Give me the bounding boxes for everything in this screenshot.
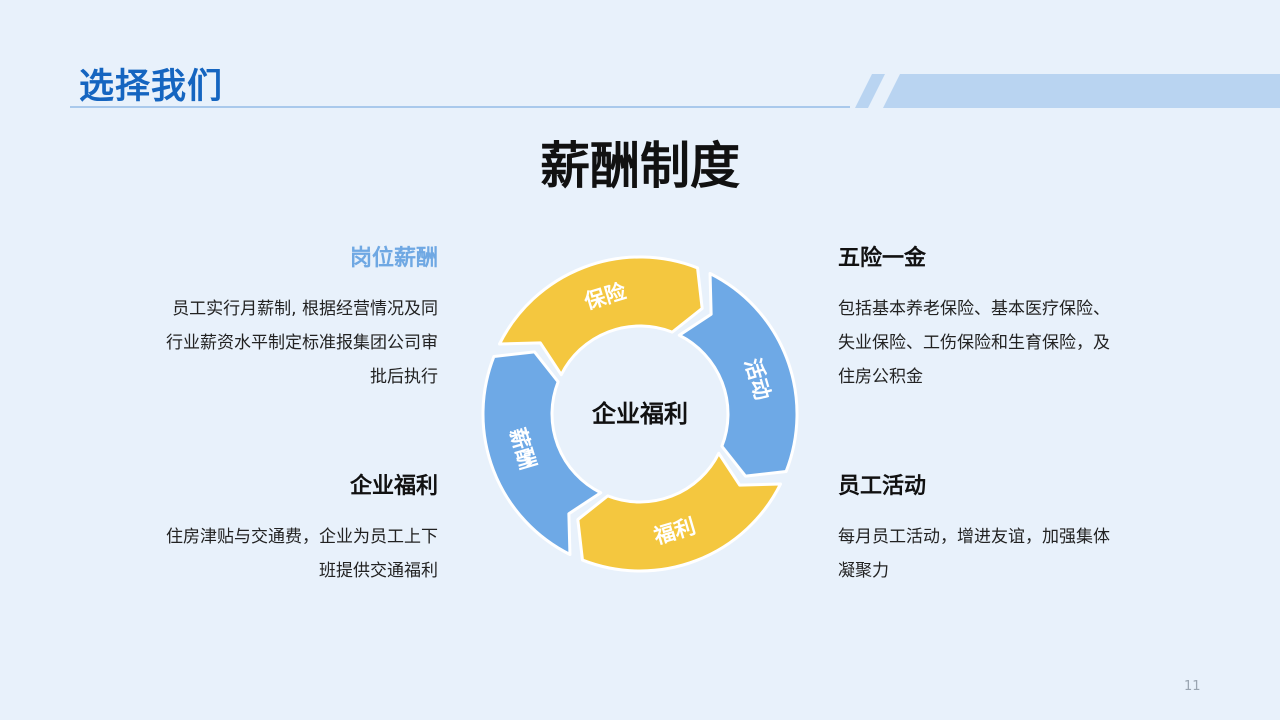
- section-line: 住房津贴与交通费，企业为员工上下: [166, 527, 438, 547]
- section-line: 员工实行月薪制, 根据经营情况及同: [172, 299, 438, 319]
- section-heading: 企业福利: [349, 474, 438, 499]
- section-body: 每月员工活动，增进友谊，加强集体 凝聚力: [838, 520, 1158, 588]
- section-line: 包括基本养老保险、基本医疗保险、: [838, 299, 1110, 319]
- section-heading: 五险一金: [838, 246, 927, 271]
- section-line: 批后执行: [370, 367, 438, 387]
- section-body: 包括基本养老保险、基本医疗保险、 失业保险、工伤保险和生育保险，及 住房公积金: [838, 292, 1158, 394]
- cycle-arrow-segment: [498, 255, 704, 377]
- section-body: 员工实行月薪制, 根据经营情况及同 行业薪资水平制定标准报集团公司审 批后执行: [118, 292, 438, 394]
- section-line: 住房公积金: [838, 367, 923, 387]
- section-body: 住房津贴与交通费，企业为员工上下 班提供交通福利: [118, 520, 438, 588]
- cycle-arrow-segment: [481, 350, 603, 556]
- header-title: 选择我们: [79, 67, 224, 107]
- section-employee-activities: 员工活动 每月员工活动，增进友谊，加强集体 凝聚力: [838, 468, 1158, 588]
- section-job-salary: 岗位薪酬 员工实行月薪制, 根据经营情况及同 行业薪资水平制定标准报集团公司审 …: [118, 240, 438, 394]
- section-line: 凝聚力: [838, 561, 889, 581]
- header-decoration: [855, 74, 1280, 108]
- section-company-welfare: 企业福利 住房津贴与交通费，企业为员工上下 班提供交通福利: [118, 468, 438, 588]
- section-line: 失业保险、工伤保险和生育保险，及: [838, 333, 1110, 353]
- section-line: 班提供交通福利: [319, 561, 438, 581]
- cycle-center-label: 企业福利: [592, 400, 688, 428]
- main-title: 薪酬制度: [540, 137, 740, 195]
- section-line: 每月员工活动，增进友谊，加强集体: [838, 527, 1110, 547]
- section-heading: 员工活动: [838, 474, 927, 499]
- section-line: 行业薪资水平制定标准报集团公司审: [166, 333, 438, 353]
- header-underline: [70, 106, 850, 108]
- page-number: 11: [1184, 679, 1201, 694]
- section-insurance-fund: 五险一金 包括基本养老保险、基本医疗保险、 失业保险、工伤保险和生育保险，及 住…: [838, 240, 1158, 394]
- cycle-arrow-segment: [677, 272, 799, 478]
- cycle-arrow-segment: [576, 451, 782, 573]
- section-heading: 岗位薪酬: [349, 246, 438, 271]
